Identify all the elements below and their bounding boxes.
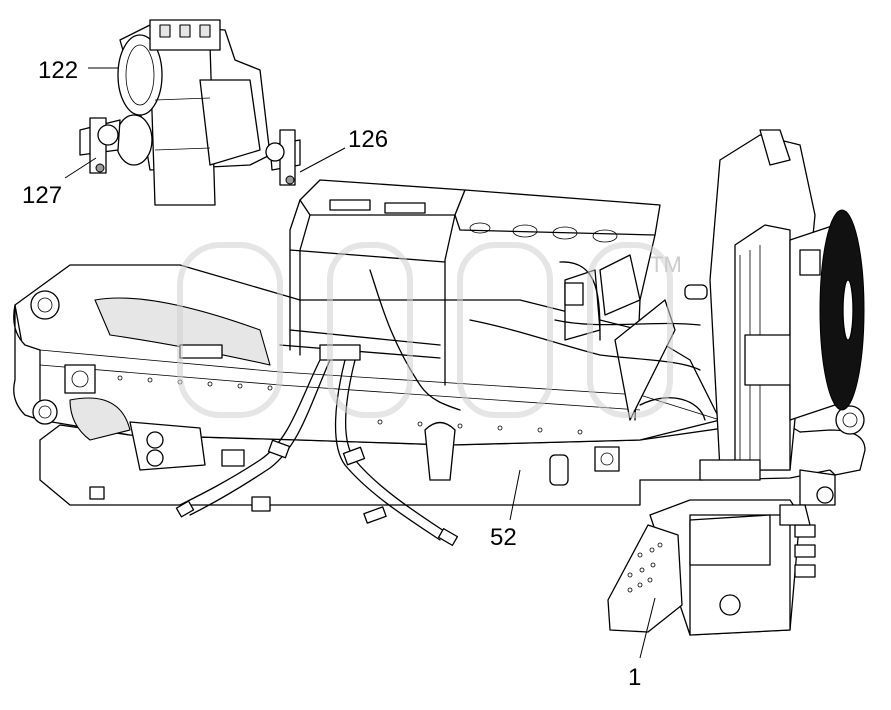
battery-box-assembly: [607, 499, 816, 636]
callout-127: 127: [22, 182, 62, 209]
callout-122: 122: [38, 57, 78, 84]
hydraulic-hoses: [175, 261, 706, 546]
cooling-package: [684, 129, 865, 481]
callouts: 122 126 127 52 1: [22, 57, 656, 691]
mount-bracket-right: [265, 129, 301, 186]
callout-52: 52: [490, 524, 517, 551]
frame-rear-hinge: [799, 429, 866, 476]
transmission-assembly: [115, 19, 271, 206]
callout-1: 1: [628, 664, 641, 691]
callout-126: 126: [348, 126, 388, 153]
cooling-fan: [819, 209, 865, 411]
battery-box-grille: [607, 524, 683, 633]
watermark-mark: TM: [650, 252, 682, 277]
watermark: TM: [177, 242, 682, 418]
